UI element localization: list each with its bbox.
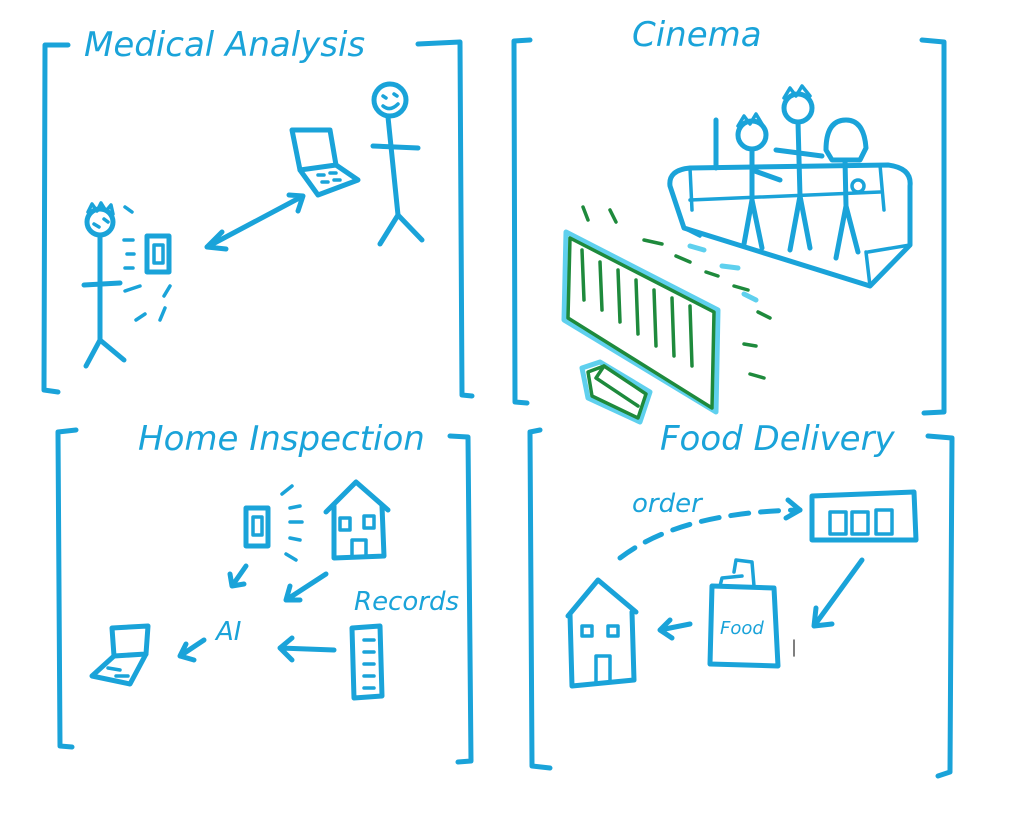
- order-arrowhead: [783, 497, 803, 521]
- doctor-figure: [370, 81, 425, 247]
- panel-bracket-right: [447, 433, 474, 765]
- food-bag-label: Food: [720, 618, 764, 639]
- panel-cinema: Cinema: [511, 15, 947, 425]
- panel-title-medical: Medical Analysis: [84, 25, 365, 65]
- records-document: [349, 623, 385, 701]
- ai-label: AI: [214, 617, 241, 647]
- exchange-arrow: [204, 192, 306, 252]
- tv-screen: [561, 229, 721, 415]
- laptop-icon: [89, 623, 151, 687]
- projection-rays: [581, 205, 772, 380]
- house-icon: [323, 479, 391, 561]
- scan-beams: [280, 484, 304, 562]
- panel-title-home: Home Inspection: [138, 419, 425, 459]
- scanner-device: [144, 233, 172, 275]
- arrow-scanner-to-ai: [227, 563, 249, 589]
- viewer-figure-1: [713, 112, 783, 251]
- house-icon: [565, 577, 639, 689]
- panel-bracket-left: [41, 42, 71, 395]
- records-label: Records: [354, 587, 459, 617]
- panel-home-inspection: Home Inspection AI Records: [55, 419, 474, 765]
- panel-bracket-right: [919, 37, 947, 416]
- panel-food-delivery: Food Delivery order Food: [527, 419, 955, 779]
- arrow-store-to-bag: [811, 557, 865, 629]
- scan-beams: [122, 205, 172, 322]
- panel-title-food: Food Delivery: [660, 419, 896, 459]
- food-bag: [707, 558, 781, 669]
- viewer-figure-3: [823, 117, 869, 261]
- panel-bracket-left: [527, 427, 553, 771]
- tv-stand: [579, 359, 653, 425]
- scanner-device: [243, 505, 271, 549]
- store-icon: [809, 489, 919, 543]
- panel-bracket-right: [415, 39, 475, 399]
- couch: [667, 162, 913, 289]
- order-label: order: [632, 489, 704, 519]
- panel-medical-analysis: Medical Analysis: [41, 25, 475, 399]
- patient-figure: [81, 201, 127, 369]
- panel-bracket-left: [511, 37, 533, 406]
- panel-bracket-right: [925, 433, 955, 779]
- arrow-bag-to-house: [657, 617, 693, 641]
- arrow-house-to-ai: [283, 571, 329, 603]
- order-dashed-arrow: [617, 507, 803, 561]
- arrow-records-to-ai: [277, 635, 337, 663]
- viewer-figure-2: [773, 84, 825, 253]
- panel-bracket-left: [55, 427, 79, 750]
- panel-title-cinema: Cinema: [632, 15, 762, 55]
- arrow-ai-to-laptop: [177, 637, 207, 663]
- laptop-icon: [289, 127, 361, 198]
